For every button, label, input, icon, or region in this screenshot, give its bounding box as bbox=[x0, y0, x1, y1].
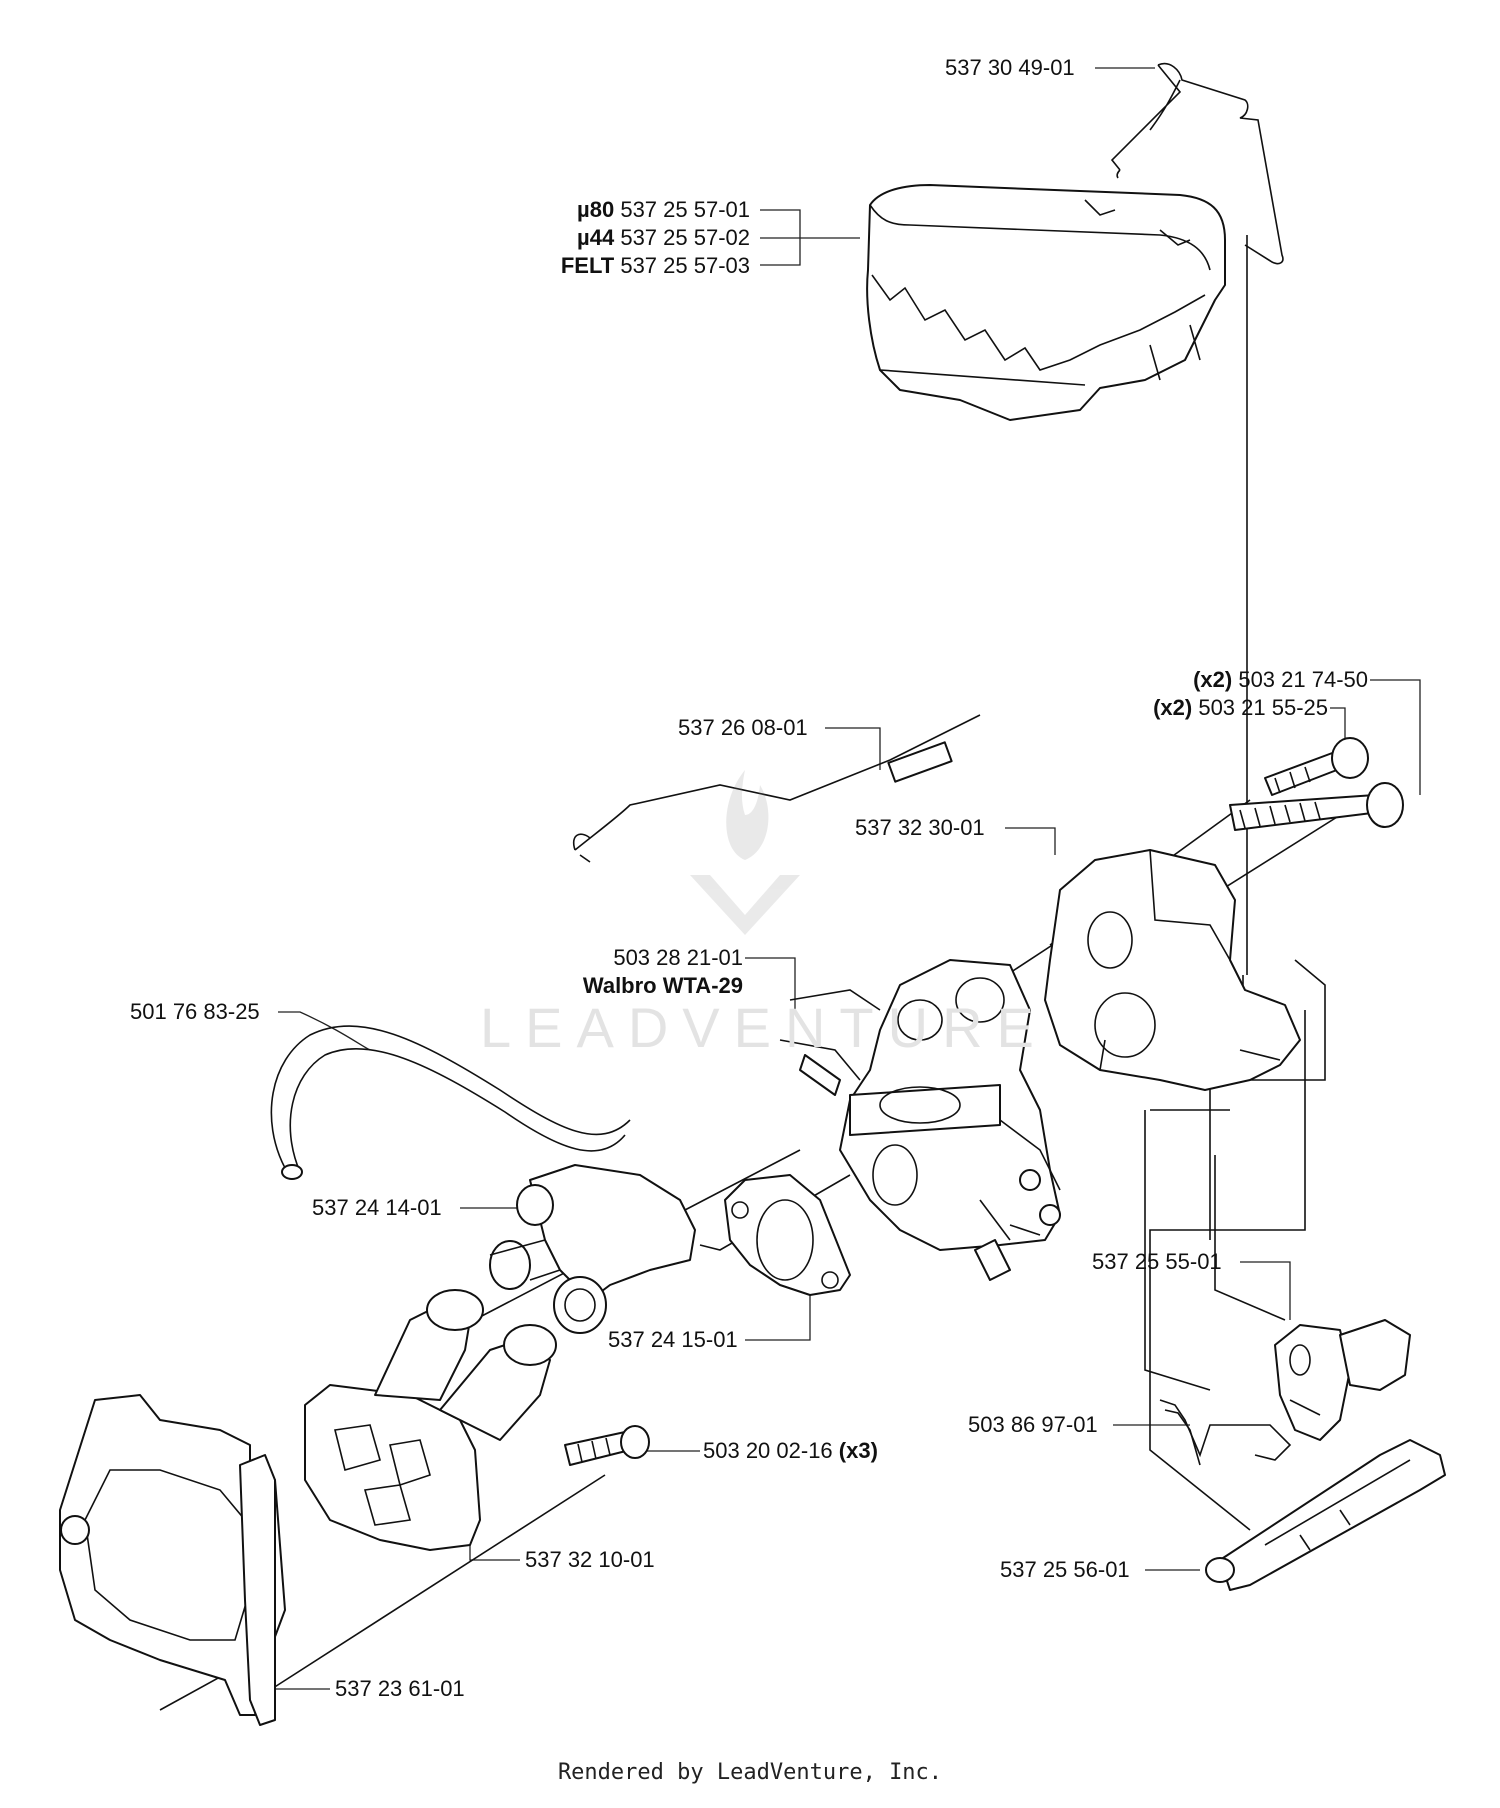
label-carburetor-code: 503 28 21-01 bbox=[613, 945, 743, 970]
footer-credit: Rendered by LeadVenture, Inc. bbox=[557, 1760, 943, 1785]
label-intake[interactable]: 537 24 14-01 bbox=[312, 1195, 442, 1221]
label-filter-3-code: 537 25 57-03 bbox=[620, 253, 750, 278]
label-filter-1[interactable]: µ80 537 25 57-01 bbox=[530, 197, 750, 223]
label-carburetor-model: Walbro WTA-29 bbox=[582, 973, 743, 998]
label-intake-text: 537 24 14-01 bbox=[312, 1195, 442, 1220]
bolt-long-part bbox=[1229, 782, 1404, 831]
label-cover-text: 537 23 61-01 bbox=[335, 1676, 465, 1701]
gasket-part bbox=[724, 1174, 851, 1296]
label-bolt-long[interactable]: (x2) 503 21 74-50 bbox=[1110, 667, 1368, 693]
label-screw-qty: (x3) bbox=[838, 1438, 878, 1463]
label-filter-2-code: 537 25 57-02 bbox=[620, 225, 750, 250]
cover-part bbox=[59, 1394, 286, 1726]
label-gasket-text: 537 24 15-01 bbox=[608, 1327, 738, 1352]
label-lever-text: 537 25 55-01 bbox=[1092, 1249, 1222, 1274]
carb-holder-part bbox=[1044, 849, 1301, 1091]
intake-part bbox=[489, 1164, 696, 1334]
label-bolt-short[interactable]: (x2) 503 21 55-25 bbox=[1070, 695, 1328, 721]
label-gasket[interactable]: 537 24 15-01 bbox=[608, 1327, 738, 1353]
label-filter-1-prefix: µ80 bbox=[577, 197, 615, 222]
screw-part bbox=[564, 1425, 650, 1466]
label-spring-text: 503 86 97-01 bbox=[968, 1412, 1098, 1437]
label-filter-2[interactable]: µ44 537 25 57-02 bbox=[530, 225, 750, 251]
label-filter-2-prefix: µ44 bbox=[577, 225, 615, 250]
label-fuel-hose[interactable]: 501 76 83-25 bbox=[130, 999, 260, 1025]
label-throttle-rod-text: 537 26 08-01 bbox=[678, 715, 808, 740]
label-manifold[interactable]: 537 32 10-01 bbox=[525, 1547, 655, 1573]
label-throttle-rod[interactable]: 537 26 08-01 bbox=[678, 715, 808, 741]
label-lever[interactable]: 537 25 55-01 bbox=[1092, 1249, 1222, 1275]
label-spring[interactable]: 503 86 97-01 bbox=[968, 1412, 1098, 1438]
spring-part bbox=[1159, 1399, 1292, 1466]
label-carb-holder-text: 537 32 30-01 bbox=[855, 815, 985, 840]
label-choke-rod-text: 537 25 56-01 bbox=[1000, 1557, 1130, 1582]
label-filter-3-prefix: FELT bbox=[560, 253, 615, 278]
manifold-part bbox=[304, 1289, 557, 1551]
carburetor-part bbox=[779, 959, 1061, 1281]
label-bolt-long-qty: (x2) bbox=[1193, 667, 1233, 692]
label-cover[interactable]: 537 23 61-01 bbox=[335, 1676, 465, 1702]
label-choke-rod[interactable]: 537 25 56-01 bbox=[1000, 1557, 1130, 1583]
label-carburetor[interactable]: 503 28 21-01 bbox=[540, 945, 743, 971]
label-bolt-long-code: 503 21 74-50 bbox=[1238, 667, 1368, 692]
label-bolt-short-code: 503 21 55-25 bbox=[1198, 695, 1328, 720]
label-bolt-short-qty: (x2) bbox=[1153, 695, 1193, 720]
throttle-rod-part bbox=[572, 714, 981, 863]
label-screw-code: 503 20 02-16 bbox=[703, 1438, 833, 1463]
lever-part bbox=[1274, 1319, 1411, 1441]
bolt-short-part bbox=[1264, 737, 1369, 796]
label-manifold-text: 537 32 10-01 bbox=[525, 1547, 655, 1572]
label-screw[interactable]: 503 20 02-16 (x3) bbox=[703, 1438, 878, 1464]
label-filter-3[interactable]: FELT 537 25 57-03 bbox=[510, 253, 750, 279]
leader-lines bbox=[275, 67, 1421, 1690]
label-wire-clip-text: 537 30 49-01 bbox=[945, 55, 1075, 80]
air-filter-part bbox=[866, 184, 1226, 421]
label-carb-holder[interactable]: 537 32 30-01 bbox=[855, 815, 985, 841]
label-fuel-hose-text: 501 76 83-25 bbox=[130, 999, 260, 1024]
fuel-hose-part bbox=[270, 1025, 631, 1180]
choke-rod-part bbox=[1205, 1439, 1446, 1591]
watermark-logo bbox=[690, 770, 800, 935]
label-filter-1-code: 537 25 57-01 bbox=[620, 197, 750, 222]
watermark-text: LEADVENTURE bbox=[480, 996, 1048, 1059]
wire-clip-part bbox=[1110, 62, 1284, 265]
label-wire-clip[interactable]: 537 30 49-01 bbox=[945, 55, 1075, 81]
